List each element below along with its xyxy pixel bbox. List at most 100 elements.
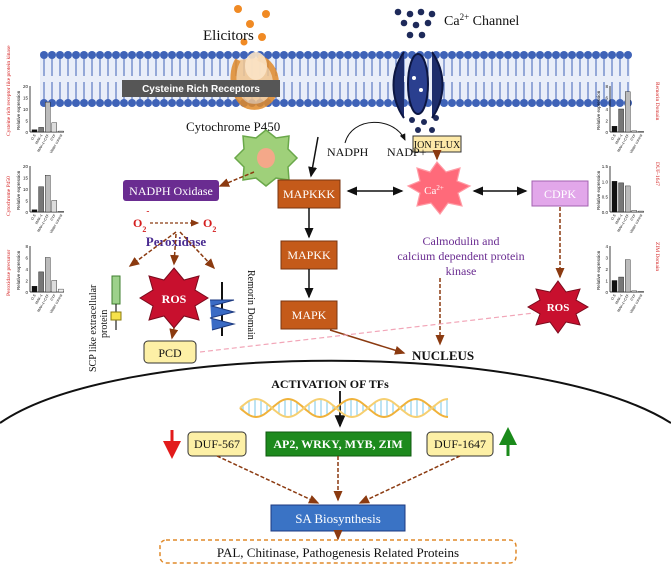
- chart-tick-label: 4: [605, 107, 608, 112]
- mapk-box: [280, 300, 338, 330]
- calcium-label: Ca2+: [424, 184, 444, 197]
- scp-protein-shape: [110, 275, 122, 330]
- calcium-channel: [392, 51, 444, 119]
- chart-tick-label: 0: [25, 290, 28, 295]
- chart-bar: [45, 257, 51, 293]
- chart-bar: [51, 122, 57, 133]
- chart-side-label: Cytochrome P450: [6, 176, 12, 216]
- nadph-oxidase-box: [123, 180, 219, 201]
- activation-label: ACTIVATION OF TFs: [271, 377, 389, 391]
- duf567-label: DUF-567: [194, 437, 240, 451]
- chart-category-label: CTF: [50, 133, 57, 142]
- mapkk-label: MAPKK: [287, 248, 331, 262]
- chart-bar: [618, 182, 624, 213]
- receptor-label: Cysteine Rich Receptors: [142, 84, 260, 95]
- sa-label: SA Biosynthesis: [295, 511, 381, 526]
- calmodulin-label-3: kinase: [446, 264, 477, 278]
- chart-bar: [631, 290, 637, 293]
- chart-tick-label: 0: [605, 290, 608, 295]
- mapkk-box: [280, 240, 338, 270]
- chart-tick-label: 15: [23, 96, 29, 101]
- chart-category-label: CTF: [630, 213, 637, 222]
- nadph-oxidase-label: NADPH Oxidase: [129, 184, 213, 198]
- mapk-label: MAPK: [292, 308, 327, 322]
- chart-category-label: O.S: [610, 293, 617, 301]
- chart-bar: [631, 130, 637, 133]
- chart-bar: [45, 101, 51, 133]
- chart-y-label: Relative expression: [596, 170, 601, 210]
- mapkkk-box: [277, 179, 341, 209]
- chart-tick-label: 0.0: [602, 210, 609, 215]
- pcd-box: [143, 340, 197, 364]
- chart-category-label: MAX-1: [35, 294, 44, 306]
- chart-bar: [625, 259, 631, 293]
- chart-y-label: Relative expression: [16, 250, 21, 290]
- chart-category-label: CTF: [50, 293, 57, 302]
- chart-bar: [625, 91, 631, 133]
- chart-bar: [31, 209, 38, 213]
- chart-tick-label: 1: [605, 279, 608, 284]
- chart-bar: [58, 211, 64, 213]
- chart-tick-label: 6: [25, 256, 28, 261]
- chart-bar: [51, 200, 57, 213]
- chart-bar: [638, 210, 644, 213]
- chart-tick-label: 8: [25, 244, 28, 249]
- pathway-arrows: [128, 136, 565, 355]
- chart-category-label: O.S: [30, 213, 37, 221]
- ros-label-right: ROS: [547, 302, 570, 314]
- chart-side-label: Peroxidase precursor: [6, 250, 12, 296]
- chart-tick-label: 8: [605, 84, 608, 89]
- chart-bar: [51, 280, 57, 293]
- cytochrome-core: [257, 148, 275, 168]
- chart-tick-label: 10: [23, 107, 29, 112]
- chart-category-label: O.S: [610, 133, 617, 141]
- chart-side-label: Cysteine rich receptor like protein kina…: [6, 45, 12, 136]
- cdpk-box: [531, 180, 589, 207]
- chart-category-label: O.S: [30, 293, 37, 301]
- chart-tick-label: 0.5: [602, 195, 609, 200]
- cytochrome-label: Cytochrome P450: [186, 119, 280, 134]
- chart-tick-label: 0: [25, 210, 28, 215]
- chart-category-label: CTF: [630, 133, 637, 142]
- chart-bar: [618, 108, 624, 133]
- calmodulin-label-1: Calmodulin and: [423, 234, 500, 248]
- proteins-label: PAL, Chitinase, Pathogenesis Related Pro…: [217, 545, 459, 560]
- chart-category-label: CTF: [630, 293, 637, 302]
- oxygen-label: O2: [203, 216, 216, 234]
- calcium-channel-label: Ca2+ Channel: [444, 12, 519, 29]
- proteins-box: [159, 539, 517, 564]
- sa-box: [270, 504, 406, 532]
- chart-side-label: DUF-1647: [654, 162, 660, 186]
- chart-tick-label: 15: [23, 176, 29, 181]
- elicitor-dots: [234, 5, 270, 46]
- chart-tick-label: 2: [605, 267, 608, 272]
- chart-y-label: Relative expression: [596, 250, 601, 290]
- chart-bar: [611, 126, 618, 133]
- remorin-label: Remorin Domain: [245, 270, 256, 340]
- calcium-burst: [406, 161, 472, 215]
- chart-y-label: Relative expression: [16, 170, 21, 210]
- chart-bar: [638, 131, 644, 133]
- chart-tick-label: 1.5: [602, 164, 609, 169]
- ros-burst-right: [527, 280, 589, 334]
- chart-tick-label: 0: [25, 130, 28, 135]
- calmodulin-label-2: calcium dependent protein: [397, 249, 524, 263]
- chart-bar: [58, 130, 64, 133]
- chart-bar: [38, 186, 44, 213]
- elicitors-label: Elicitors: [203, 28, 254, 44]
- mapkkk-label: MAPKKK: [283, 187, 335, 201]
- calcium-dots: [394, 8, 439, 133]
- chart-category-label: CTF: [50, 213, 57, 222]
- chart-bar: [45, 174, 51, 213]
- scp-label: SCP like extracellular: [88, 284, 99, 372]
- chart-tick-label: 20: [23, 164, 29, 169]
- chart-bar: [611, 280, 618, 293]
- nucleus-membrane: [0, 359, 671, 424]
- chart-category-label: MAX-1: [35, 214, 44, 226]
- chart-tick-label: 20: [23, 84, 29, 89]
- chart-side-label: Remorin Domain: [654, 82, 660, 121]
